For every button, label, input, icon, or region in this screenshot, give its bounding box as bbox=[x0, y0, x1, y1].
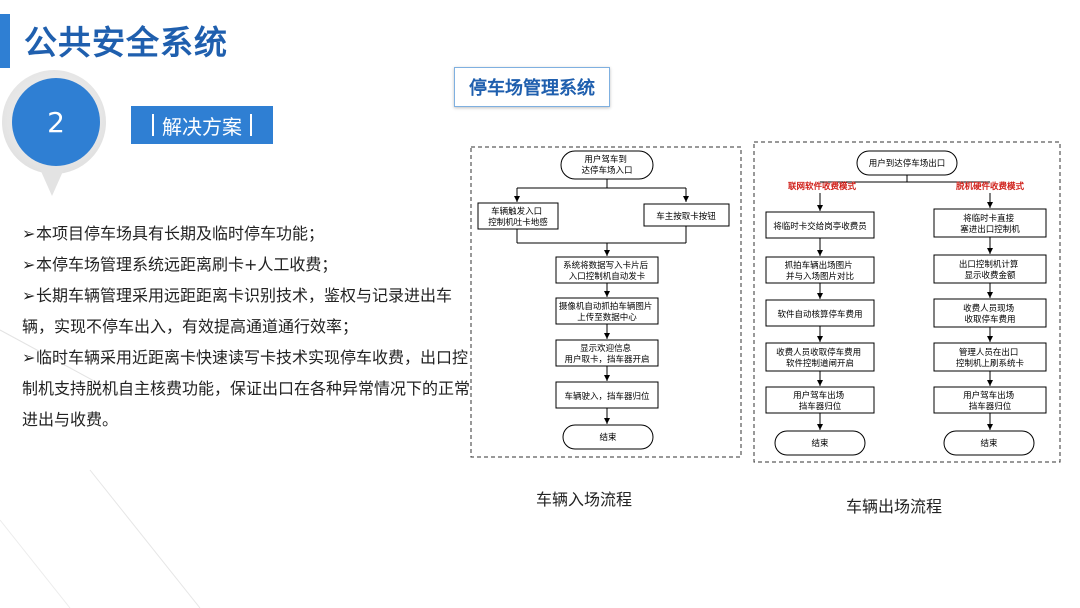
arrow-bullet-icon: ➢ bbox=[22, 255, 36, 274]
label-divider bbox=[250, 114, 252, 136]
exit-offline-step-text: 出口控制机计算 显示收费金额 bbox=[959, 259, 1021, 281]
diagram-title: 停车场管理系统 bbox=[454, 67, 610, 107]
bullet-item: ➢本项目停车场具有长期及临时停车功能； bbox=[22, 218, 472, 249]
entry-left-branch-node bbox=[477, 202, 559, 230]
entry-flow-caption: 车辆入场流程 bbox=[536, 490, 633, 509]
entry-step-text: 系统将数据写入卡片后 入口控制机自动发卡 bbox=[563, 260, 651, 282]
bullet-item: ➢本停车场管理系统远距离刷卡+人工收费； bbox=[22, 249, 472, 280]
exit-offline-step-text: 将临时卡直接 塞进出口控制机 bbox=[960, 213, 1020, 235]
section-number-badge: 2 bbox=[12, 78, 100, 166]
bullet-list: ➢本项目停车场具有长期及临时停车功能； ➢本停车场管理系统远距离刷卡+人工收费；… bbox=[22, 218, 472, 435]
entry-step-node bbox=[555, 339, 659, 367]
entry-flow-frame bbox=[470, 146, 742, 458]
exit-offline-step-text: 管理人员在出口 控制机上刷系统卡 bbox=[956, 347, 1025, 369]
exit-flow-caption: 车辆出场流程 bbox=[846, 497, 943, 516]
exit-online-step-node bbox=[765, 299, 875, 327]
exit-online-step-node bbox=[765, 211, 875, 239]
section-badge-pointer bbox=[36, 160, 68, 196]
exit-offline-step-node bbox=[933, 386, 1047, 414]
exit-online-step-text: 用户驾车出场 挡车器归位 bbox=[793, 390, 847, 412]
exit-online-end-node bbox=[774, 430, 866, 456]
exit-flow-frame bbox=[753, 141, 1061, 463]
arrow-bullet-icon: ➢ bbox=[22, 224, 36, 243]
entry-step-text: 摄像机自动抓拍车辆图片 上传至数据中心 bbox=[559, 301, 655, 323]
bullet-item: ➢长期车辆管理采用远距距离卡识别技术，鉴权与记录进出车辆，实现不停车出入，有效提… bbox=[22, 280, 472, 342]
arrow-bullet-icon: ➢ bbox=[22, 348, 36, 367]
entry-step-node bbox=[555, 381, 659, 409]
section-label: 解决方案 bbox=[162, 114, 242, 139]
entry-end-node bbox=[562, 424, 654, 450]
exit-online-step-text: 抓拍车辆出场图片 并与入场图片对比 bbox=[785, 260, 856, 282]
exit-offline-step-text: 收费人员现场 收取停车费用 bbox=[963, 303, 1017, 325]
exit-offline-step-node bbox=[933, 298, 1047, 328]
entry-step-node bbox=[555, 256, 659, 284]
exit-online-step-text: 将临时卡交给岗亭收费员 bbox=[773, 221, 867, 232]
exit-online-step-node bbox=[765, 342, 875, 372]
exit-online-step-text: 收费人员收取停车费用 软件控制道闸开启 bbox=[776, 347, 864, 369]
entry-right-branch-text: 车主按取卡按钮 bbox=[656, 211, 716, 222]
entry-step-text: 车辆驶入，挡车器归位 bbox=[564, 391, 650, 402]
exit-offline-end-text: 结束 bbox=[980, 438, 998, 449]
exit-online-step-node bbox=[765, 256, 875, 284]
page-title: 公共安全系统 bbox=[24, 23, 228, 62]
title-accent-bar bbox=[0, 14, 10, 68]
entry-step-text: 显示欢迎信息 用户取卡，挡车器开启 bbox=[564, 343, 649, 365]
exit-online-step-text: 软件自动核算停车费用 bbox=[777, 309, 862, 320]
entry-end-text: 结束 bbox=[599, 432, 617, 443]
exit-offline-step-text: 用户驾车出场 挡车器归位 bbox=[963, 390, 1017, 412]
exit-online-end-text: 结束 bbox=[811, 438, 829, 449]
arrow-bullet-icon: ➢ bbox=[22, 286, 36, 305]
entry-start-text: 用户驾车到 达停车场入口 bbox=[581, 154, 632, 176]
section-label-box: 解决方案 bbox=[131, 106, 273, 144]
entry-left-branch-text: 车辆触发入口 控制机吐卡地感 bbox=[488, 206, 548, 228]
exit-start-text: 用户到达停车场出口 bbox=[869, 158, 946, 169]
exit-mode-offline-label: 脱机硬件收费模式 bbox=[956, 181, 1025, 192]
exit-offline-end-node bbox=[943, 430, 1035, 456]
exit-mode-online-label: 联网软件收费模式 bbox=[788, 181, 857, 192]
label-divider bbox=[152, 114, 154, 136]
bullet-item: ➢临时车辆采用近距离卡快速读写卡技术实现停车收费，出口控制机支持脱机自主核费功能… bbox=[22, 342, 472, 435]
